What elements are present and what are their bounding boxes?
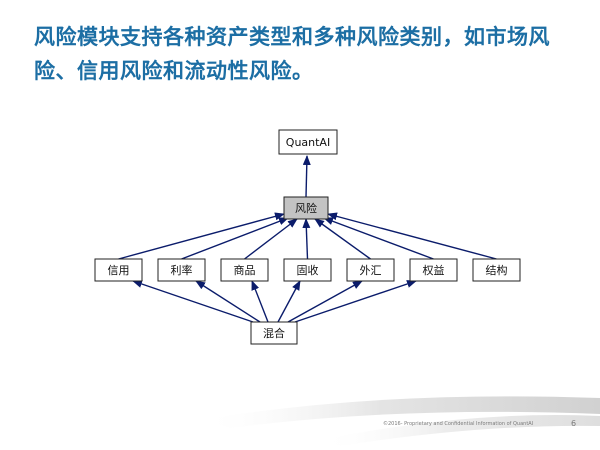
edge-asset-3-to-risk: [302, 218, 311, 260]
node-credit: 信用: [94, 258, 143, 282]
edge-hybrid-to-asset-0: [132, 280, 254, 323]
edge-hybrid-to-asset-4: [287, 280, 363, 323]
edge-asset-6-to-risk: [327, 212, 497, 260]
footer-swoosh-decoration: [200, 396, 600, 446]
node-structured: 结构: [472, 258, 521, 282]
node-label-fixed-income: 固收: [297, 263, 319, 277]
node-label-hybrid: 混合: [263, 326, 285, 340]
edge-hybrid-to-asset-5: [294, 280, 417, 323]
node-risk: 风险: [283, 196, 329, 220]
edge-asset-0-to-risk: [118, 212, 285, 260]
page-number: 6: [571, 419, 577, 428]
node-equity: 权益: [409, 258, 458, 282]
edge-hybrid-to-asset-2: [251, 280, 269, 323]
edge-hybrid-to-asset-3: [277, 280, 301, 323]
edge-asset-4-to-risk: [314, 218, 371, 260]
node-label-risk: 风险: [295, 201, 317, 215]
footer-copyright-note: ©2016- Proprietary and Confidential Info…: [383, 421, 534, 427]
node-label-commodity: 商品: [234, 263, 256, 277]
edge-asset-5-to-risk: [323, 217, 434, 260]
edge-risk-to-quantai: [302, 155, 311, 198]
node-fixed-income: 固收: [283, 258, 332, 282]
node-label-interest-rate: 利率: [171, 263, 193, 277]
node-fx: 外汇: [346, 258, 395, 282]
node-quantai: QuantAI: [278, 129, 338, 155]
node-label-structured: 结构: [486, 263, 508, 277]
edge-hybrid-to-asset-1: [195, 280, 261, 323]
node-label-credit: 信用: [108, 264, 130, 277]
node-label-fx: 外汇: [360, 264, 382, 277]
edge-asset-2-to-risk: [244, 218, 298, 260]
node-hybrid: 混合: [250, 321, 298, 345]
diagram-edges: [118, 155, 497, 323]
slide-title: 风险模块支持各种资产类型和多种风险类别，如市场风险、信用风险和流动性风险。: [34, 25, 550, 83]
node-label-equity: 权益: [423, 263, 445, 277]
edge-asset-1-to-risk: [181, 217, 289, 260]
node-interest-rate: 利率: [157, 258, 206, 282]
node-label-quantai: QuantAI: [286, 136, 330, 149]
node-commodity: 商品: [220, 258, 269, 282]
